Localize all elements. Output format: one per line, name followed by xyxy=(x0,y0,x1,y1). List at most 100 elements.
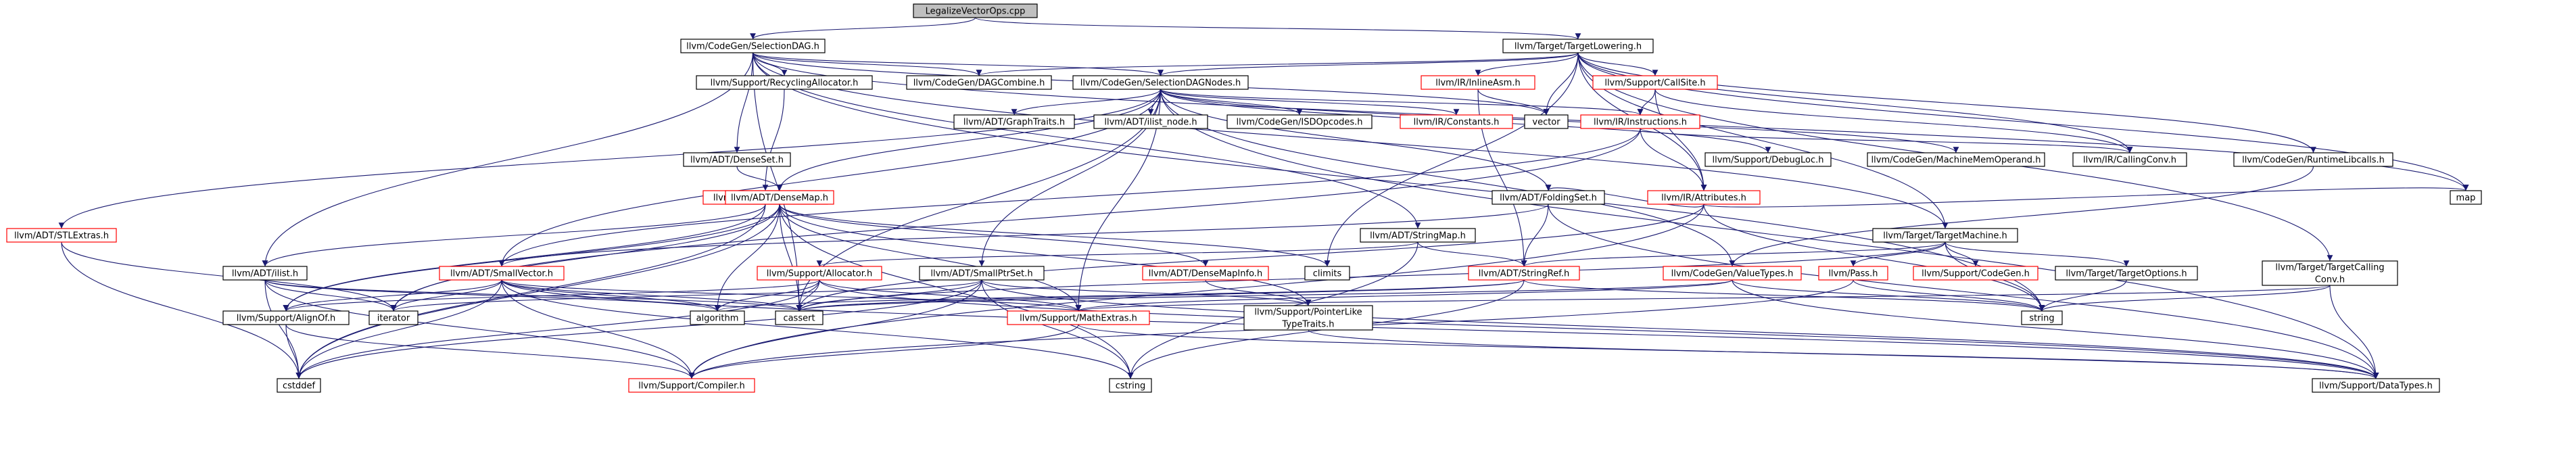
node-valuetypes[interactable]: llvm/CodeGen/ValueTypes.h xyxy=(1663,266,1802,281)
node-runtimelibcalls[interactable]: llvm/CodeGen/RuntimeLibcalls.h xyxy=(2233,152,2393,167)
node-mathextras[interactable]: llvm/Support/MathExtras.h xyxy=(1007,310,1150,325)
node-densemapinfo[interactable]: llvm/ADT/DenseMapInfo.h xyxy=(1142,266,1269,281)
node-toptions[interactable]: llvm/Target/TargetOptions.h xyxy=(2055,266,2198,281)
node-isdopcodes[interactable]: llvm/CodeGen/ISDOpcodes.h xyxy=(1226,114,1373,129)
edge-densemap-to-ptrliketypetraits xyxy=(779,204,1312,306)
edge-tmachine-to-pass xyxy=(1850,241,1946,267)
node-label-vector: vector xyxy=(1532,118,1560,128)
node-cstddef[interactable]: cstddef xyxy=(277,378,321,393)
node-box-tcallingconv xyxy=(2262,260,2398,286)
edge-instructions-to-irattributes xyxy=(1640,128,1707,191)
node-iterator[interactable]: iterator xyxy=(368,310,419,325)
node-label-tcallingconv: Conv.h xyxy=(2315,275,2345,285)
node-smallptrset[interactable]: llvm/ADT/SmallPtrSet.h xyxy=(919,266,1045,281)
edge-tcallingconv-to-datatypes xyxy=(2329,285,2379,379)
edge-smallptrset-to-cstring xyxy=(981,279,1134,379)
edge-alignof-to-compiler xyxy=(285,324,695,379)
edge-seldag-to-string xyxy=(752,52,2045,312)
node-supcodegen[interactable]: llvm/Support/CodeGen.h xyxy=(1913,266,2038,281)
node-label-ptrliketypetraits: llvm/Support/PointerLike xyxy=(1254,308,1362,318)
node-climits[interactable]: climits xyxy=(1304,266,1350,281)
node-cassert[interactable]: cassert xyxy=(775,310,824,325)
edge-tlowering-to-climits xyxy=(1324,52,1579,267)
node-box-densemap xyxy=(725,190,834,205)
node-dagcombine[interactable]: llvm/CodeGen/DAGCombine.h xyxy=(906,75,1052,90)
node-label-runtimelibcalls: llvm/CodeGen/RuntimeLibcalls.h xyxy=(2242,156,2385,166)
node-label-climits: climits xyxy=(1313,269,1342,279)
node-seldag[interactable]: llvm/CodeGen/SelectionDAG.h xyxy=(680,39,826,53)
node-algorithm[interactable]: algorithm xyxy=(690,310,745,325)
node-label-irattributes: llvm/IR/Attributes.h xyxy=(1661,193,1746,204)
node-label-seldag: llvm/CodeGen/SelectionDAG.h xyxy=(686,42,819,52)
node-box-seldagnodes xyxy=(1072,75,1249,90)
edge-tcallingconv-to-string xyxy=(2038,285,2331,312)
edge-tmachine-to-toptions xyxy=(1945,241,2130,267)
node-supalloc[interactable]: llvm/Support/Allocator.h xyxy=(757,266,882,281)
node-recyclingalloc[interactable]: llvm/Support/RecyclingAllocator.h xyxy=(696,75,873,90)
edge-foldingset-to-smallvector xyxy=(498,204,1549,267)
node-ilistnode[interactable]: llvm/ADT/ilist_node.h xyxy=(1093,114,1208,129)
node-inlineasm[interactable]: llvm/IR/InlineAsm.h xyxy=(1421,75,1535,90)
edge-seldag-to-dagcombine xyxy=(752,52,982,76)
node-callingconv[interactable]: llvm/IR/CallingConv.h xyxy=(2072,152,2187,167)
node-compiler[interactable]: llvm/Support/Compiler.h xyxy=(628,378,755,393)
node-box-graphtraits xyxy=(953,114,1075,129)
node-pass[interactable]: llvm/Pass.h xyxy=(1818,266,1888,281)
edge-ilist-to-cstddef xyxy=(264,279,302,379)
node-tlowering[interactable]: llvm/Target/TargetLowering.h xyxy=(1502,39,1654,53)
node-stlextras[interactable]: llvm/ADT/STLExtras.h xyxy=(6,228,117,243)
node-irattributes[interactable]: llvm/IR/Attributes.h xyxy=(1647,190,1761,205)
node-box-stlextras xyxy=(6,228,117,243)
node-seldagnodes[interactable]: llvm/CodeGen/SelectionDAGNodes.h xyxy=(1072,75,1249,90)
node-smallvector[interactable]: llvm/ADT/SmallVector.h xyxy=(439,266,565,281)
node-graphtraits[interactable]: llvm/ADT/GraphTraits.h xyxy=(953,114,1075,129)
edge-root-to-tlowering xyxy=(974,17,1581,40)
edge-densemap-to-iterator xyxy=(390,204,780,312)
edge-irattributes-to-cassert xyxy=(796,204,1704,312)
node-label-callsite: llvm/Support/CallSite.h xyxy=(1604,78,1705,89)
node-label-densemapinfo: llvm/ADT/DenseMapInfo.h xyxy=(1149,269,1262,279)
edge-tlowering-to-callingconv xyxy=(1577,52,2133,153)
edge-ilist-to-algorithm xyxy=(264,279,721,312)
node-densesetnode[interactable]: llvm/ADT/DenseSet.h xyxy=(683,152,791,167)
node-label-ilistnode: llvm/ADT/ilist_node.h xyxy=(1104,118,1197,128)
node-datatypes[interactable]: llvm/Support/DataTypes.h xyxy=(2312,378,2440,393)
node-irconstants[interactable]: llvm/IR/Constants.h xyxy=(1400,114,1513,129)
node-label-pass: llvm/Pass.h xyxy=(1828,269,1878,279)
edge-tcallingconv-to-mathextras xyxy=(1076,285,2331,312)
node-string[interactable]: string xyxy=(2021,310,2063,325)
edge-seldagnodes-to-graphtraits xyxy=(1011,89,1162,116)
node-box-valuetypes xyxy=(1663,266,1802,281)
node-alignof[interactable]: llvm/Support/AlignOf.h xyxy=(222,310,350,325)
node-label-densemap: llvm/ADT/DenseMap.h xyxy=(731,193,828,204)
node-densemap[interactable]: llvm/ADT/DenseMap.h xyxy=(725,190,834,205)
node-label-supalloc: llvm/Support/Allocator.h xyxy=(767,269,873,279)
edge-seldagnodes-to-densemap xyxy=(776,89,1162,191)
node-callsite[interactable]: llvm/Support/CallSite.h xyxy=(1592,75,1718,90)
edge-tlowering-to-runtimelibcalls xyxy=(1577,52,2316,153)
edge-stringmap-to-stringref xyxy=(1417,241,1527,267)
edge-smallptrset-to-ptrliketypetraits xyxy=(981,279,1312,306)
node-foldingset[interactable]: llvm/ADT/FoldingSet.h xyxy=(1492,190,1605,205)
edge-instructions-to-callingconv xyxy=(1640,128,2133,153)
node-stringmap[interactable]: llvm/ADT/StringMap.h xyxy=(1360,228,1476,243)
node-stringref[interactable]: llvm/ADT/StringRef.h xyxy=(1468,266,1580,281)
node-instructions[interactable]: llvm/IR/Instructions.h xyxy=(1580,114,1700,129)
edge-stringref-to-string xyxy=(1523,279,2045,312)
node-box-cstring xyxy=(1109,378,1152,393)
node-machinememop[interactable]: llvm/CodeGen/MachineMemOperand.h xyxy=(1867,152,2045,167)
node-cstring[interactable]: cstring xyxy=(1109,378,1152,393)
node-map[interactable]: map xyxy=(2450,190,2482,205)
node-layer: LegalizeVectorOps.cppllvm/CodeGen/Select… xyxy=(6,3,2482,393)
node-tmachine[interactable]: llvm/Target/TargetMachine.h xyxy=(1872,228,2018,243)
edge-smallvector-to-algorithm xyxy=(501,279,721,312)
edge-recycler-to-ilist xyxy=(262,204,766,267)
node-vector[interactable]: vector xyxy=(1524,114,1569,129)
node-ilist[interactable]: llvm/ADT/ilist.h xyxy=(222,266,308,281)
node-box-string xyxy=(2021,310,2063,325)
node-debugloc[interactable]: llvm/Support/DebugLoc.h xyxy=(1704,152,1832,167)
edge-densemap-to-mathextras xyxy=(779,204,1082,312)
node-box-runtimelibcalls xyxy=(2233,152,2393,167)
